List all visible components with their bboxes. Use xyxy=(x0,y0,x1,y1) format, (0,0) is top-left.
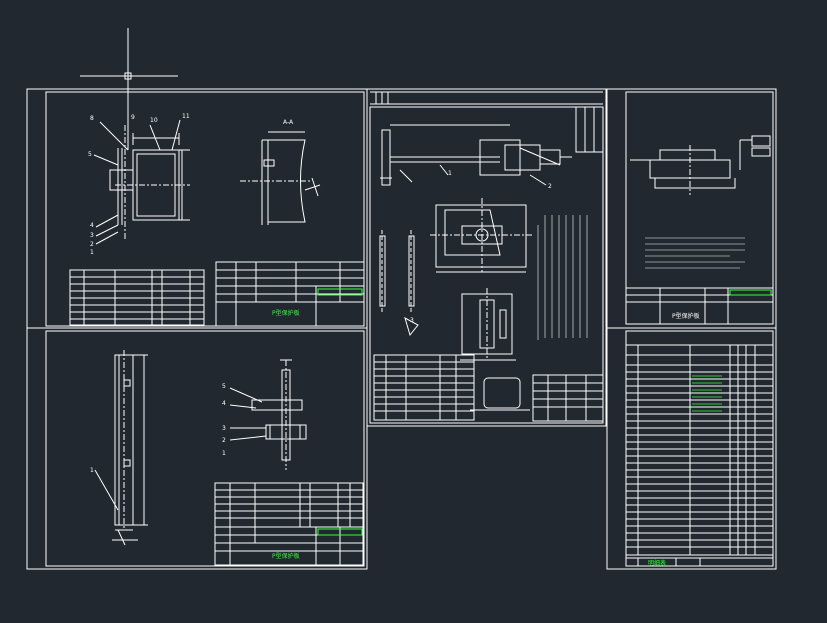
ruler-top xyxy=(370,92,603,105)
part-number-4: 4 xyxy=(90,222,94,229)
title-block-tr xyxy=(625,287,774,325)
title-block-label-tl: P型保护板 xyxy=(272,309,300,317)
sheet-bottom-left[interactable] xyxy=(26,327,368,570)
part-number-joint-4: 4 xyxy=(222,400,226,407)
part-number-bar-1: 1 xyxy=(90,467,94,474)
sheet-top-right[interactable] xyxy=(606,88,777,329)
part-number-3: 3 xyxy=(90,232,94,239)
part-number-9: 9 xyxy=(131,114,135,121)
center-part-number-1: 1 xyxy=(448,170,452,177)
part-view-bracket xyxy=(93,119,190,245)
parts-list-footer xyxy=(625,557,774,567)
part-number-joint-5: 5 xyxy=(222,383,226,390)
assembly-bracket-view xyxy=(430,198,532,273)
center-part-number-3: 3 xyxy=(410,317,414,324)
title-block-bl xyxy=(214,526,364,566)
parts-list-table xyxy=(625,344,774,556)
bom-table-center xyxy=(373,354,475,421)
part-number-joint-2: 2 xyxy=(222,437,226,444)
technical-notes xyxy=(537,215,588,340)
parts-list-highlights xyxy=(692,375,722,412)
title-block-label-bl: P型保护板 xyxy=(272,552,300,560)
title-block-center xyxy=(532,374,604,422)
part-number-joint-1: 1 xyxy=(222,450,226,457)
assembly-main-view xyxy=(380,124,572,186)
sheet-center[interactable] xyxy=(366,88,607,427)
section-view-a-a xyxy=(240,131,321,225)
assembly-side-bars xyxy=(379,230,419,337)
assembly-lower-view xyxy=(470,377,530,411)
part-number-1: 1 xyxy=(90,249,94,256)
section-label-a-a: A-A xyxy=(283,119,294,126)
parts-list-footer-label: 明细表 xyxy=(648,559,666,567)
part-number-11: 11 xyxy=(182,113,190,120)
part-number-2: 2 xyxy=(90,241,94,248)
revision-table-center xyxy=(575,106,604,153)
center-part-number-2: 2 xyxy=(548,183,552,190)
part-view-joint xyxy=(229,359,307,470)
title-block-label-tr: P型保护板 xyxy=(672,312,700,320)
sheet-bottom-right[interactable] xyxy=(606,327,777,570)
sheet-top-left[interactable] xyxy=(26,88,368,329)
part-number-joint-3: 3 xyxy=(222,425,226,432)
part-view-long-bar xyxy=(94,350,148,546)
notes-tr xyxy=(645,237,745,269)
bom-table-tl xyxy=(69,269,205,326)
part-number-5: 5 xyxy=(88,151,92,158)
assembly-bolt-detail xyxy=(460,288,516,361)
part-number-10: 10 xyxy=(150,117,158,124)
part-view-tr xyxy=(630,135,771,195)
part-number-8: 8 xyxy=(90,115,94,122)
title-block-tl xyxy=(215,261,365,327)
